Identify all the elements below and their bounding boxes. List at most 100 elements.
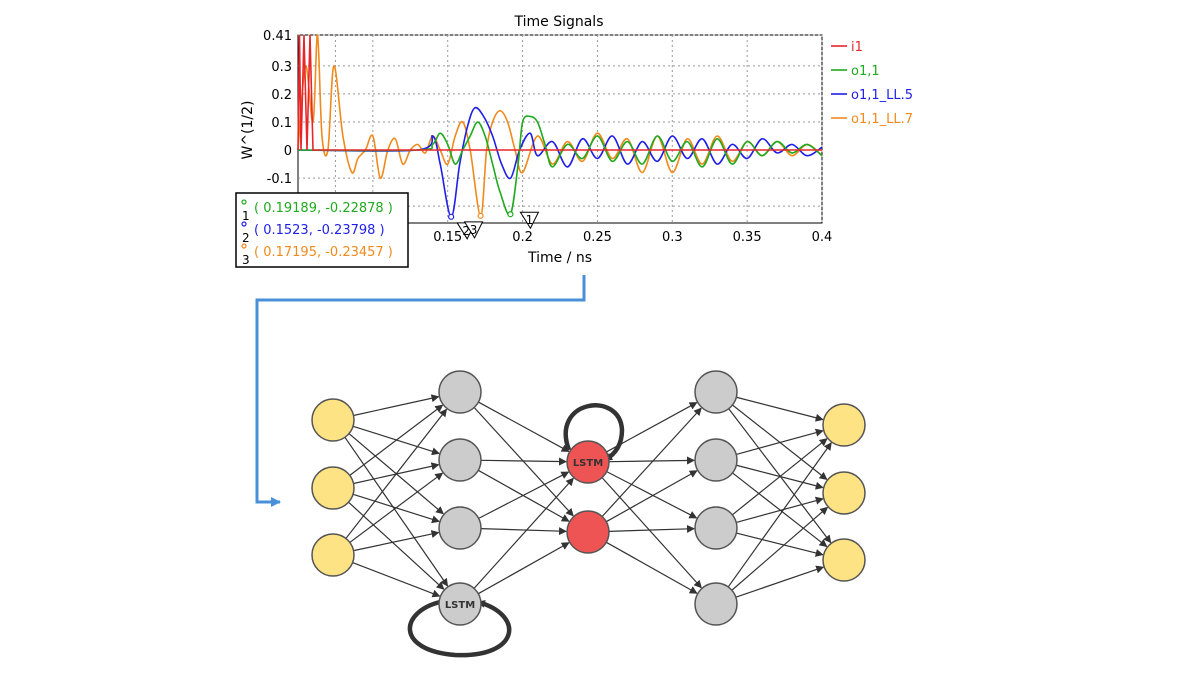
network-node	[438, 506, 482, 550]
network-node	[822, 471, 866, 515]
network-edge	[608, 456, 696, 465]
network-edge	[736, 396, 824, 422]
legend-entry: i1	[851, 40, 863, 55]
legend-entry: o1,1_LL.7	[851, 112, 913, 127]
network-edge	[601, 477, 702, 589]
x-axis-ticks: 0.10.150.20.250.30.350.4	[363, 230, 833, 245]
network-edge	[606, 471, 698, 519]
marker-point-1[interactable]	[507, 211, 514, 218]
network-node	[311, 466, 355, 510]
y-tick-label: 0.3	[271, 60, 292, 75]
network-node	[566, 440, 610, 484]
network-edge	[727, 442, 832, 588]
readout-marker-icon	[241, 243, 247, 249]
readout-marker-id: 2	[242, 231, 250, 245]
network-edge	[735, 565, 825, 598]
lstm-node-label: LSTM	[573, 458, 603, 469]
neural-network-diagram: LSTM LSTM	[311, 370, 866, 658]
network-edge	[478, 542, 570, 595]
x-tick-label: 0.25	[583, 230, 612, 245]
network-node	[694, 506, 738, 550]
network-edge	[349, 472, 444, 543]
network-node	[822, 538, 866, 582]
x-axis-label: Time / ns	[527, 250, 592, 266]
network-edge	[606, 470, 698, 523]
network-edge	[478, 471, 570, 519]
y-tick-label: 0.41	[263, 29, 292, 44]
x-tick-label: 0.15	[433, 230, 462, 245]
network-edge	[344, 436, 449, 587]
network-node	[694, 582, 738, 626]
network-edge	[606, 541, 698, 594]
network-edge	[731, 506, 829, 591]
marker-flag-label: 2	[462, 224, 470, 238]
network-edge	[473, 477, 574, 589]
y-tick-label: 0.1	[271, 116, 292, 131]
network-node	[694, 438, 738, 482]
network-edge	[736, 532, 824, 557]
legend-entry: o1,1_LL.5	[851, 88, 913, 103]
marker-flag-label: 1	[526, 213, 534, 227]
y-tick-label: -0.1	[267, 172, 292, 187]
y-tick-label: 0.2	[271, 88, 292, 103]
marker-flag-label: 3	[470, 223, 478, 237]
network-edge	[601, 407, 702, 517]
x-tick-label: 0.35	[733, 230, 762, 245]
readout-marker-value: ( 0.19189, -0.22878 )	[254, 201, 393, 216]
recurrent-loop-top	[563, 403, 625, 462]
readout-marker-id: 3	[242, 253, 250, 267]
network-nodes: LSTM LSTM	[311, 370, 866, 626]
time-signals-chart: Time Signals 0.1 0.15 0.2 0.25 0.3 0.35 0.4 0.…	[235, 14, 913, 268]
network-node	[438, 370, 482, 414]
network-edge	[353, 394, 440, 417]
network-edge	[349, 404, 444, 476]
network-node	[438, 438, 482, 482]
marker-point-3[interactable]	[477, 212, 484, 219]
network-node	[311, 398, 355, 442]
chart-title: Time Signals	[513, 14, 603, 30]
y-axis-label: W^(1/2)	[240, 100, 256, 159]
network-edge	[732, 472, 828, 548]
network-edge	[736, 496, 824, 524]
legend-entry: o1,1	[851, 64, 880, 79]
readout-marker-value: ( 0.1523, -0.23798 )	[254, 223, 385, 238]
network-connections	[344, 394, 832, 598]
marker-readout: 1 ( 0.19189, -0.22878 ) 2 ( 0.1523, -0.2379…	[241, 199, 393, 267]
series-line-o1-1	[297, 115, 823, 216]
lstm-node-label: LSTM	[445, 600, 475, 611]
network-edge	[473, 407, 574, 517]
network-node	[822, 403, 866, 447]
network-edge	[480, 527, 568, 536]
network-edge	[478, 401, 570, 452]
marker-readout-box	[235, 192, 409, 268]
readout-marker-icon	[241, 221, 247, 227]
x-tick-label: 0.2	[512, 230, 533, 245]
x-tick-label: 0.3	[662, 230, 683, 245]
chart-legend: i1 o1,1 o1,1_LL.5 o1,1_LL.7	[831, 40, 913, 127]
network-node	[566, 510, 610, 554]
network-edge	[608, 524, 696, 533]
network-node	[311, 533, 355, 577]
network-edge	[731, 438, 828, 516]
marker-flag-3	[463, 221, 484, 239]
readout-marker-icon	[241, 199, 247, 205]
network-edge	[345, 408, 448, 539]
network-edge	[353, 530, 440, 552]
network-edge	[352, 561, 441, 598]
y-axis-ticks: 0.410.30.20.10-0.1-0.2	[263, 29, 292, 215]
network-edge	[736, 428, 824, 456]
readout-marker-value: ( 0.17195, -0.23457 )	[254, 245, 393, 260]
marker-flag-1	[519, 211, 540, 230]
recurrent-loops	[407, 403, 625, 658]
network-edge	[480, 457, 568, 466]
recurrent-loop-bottom	[407, 599, 512, 658]
y-tick-label: 0	[284, 144, 292, 159]
readout-marker-id: 1	[242, 209, 250, 223]
x-tick-label: 0.4	[812, 230, 833, 245]
connector-arrow	[255, 275, 586, 507]
network-edge	[728, 408, 832, 544]
network-node	[694, 370, 738, 414]
marker-point-2[interactable]	[448, 213, 455, 220]
